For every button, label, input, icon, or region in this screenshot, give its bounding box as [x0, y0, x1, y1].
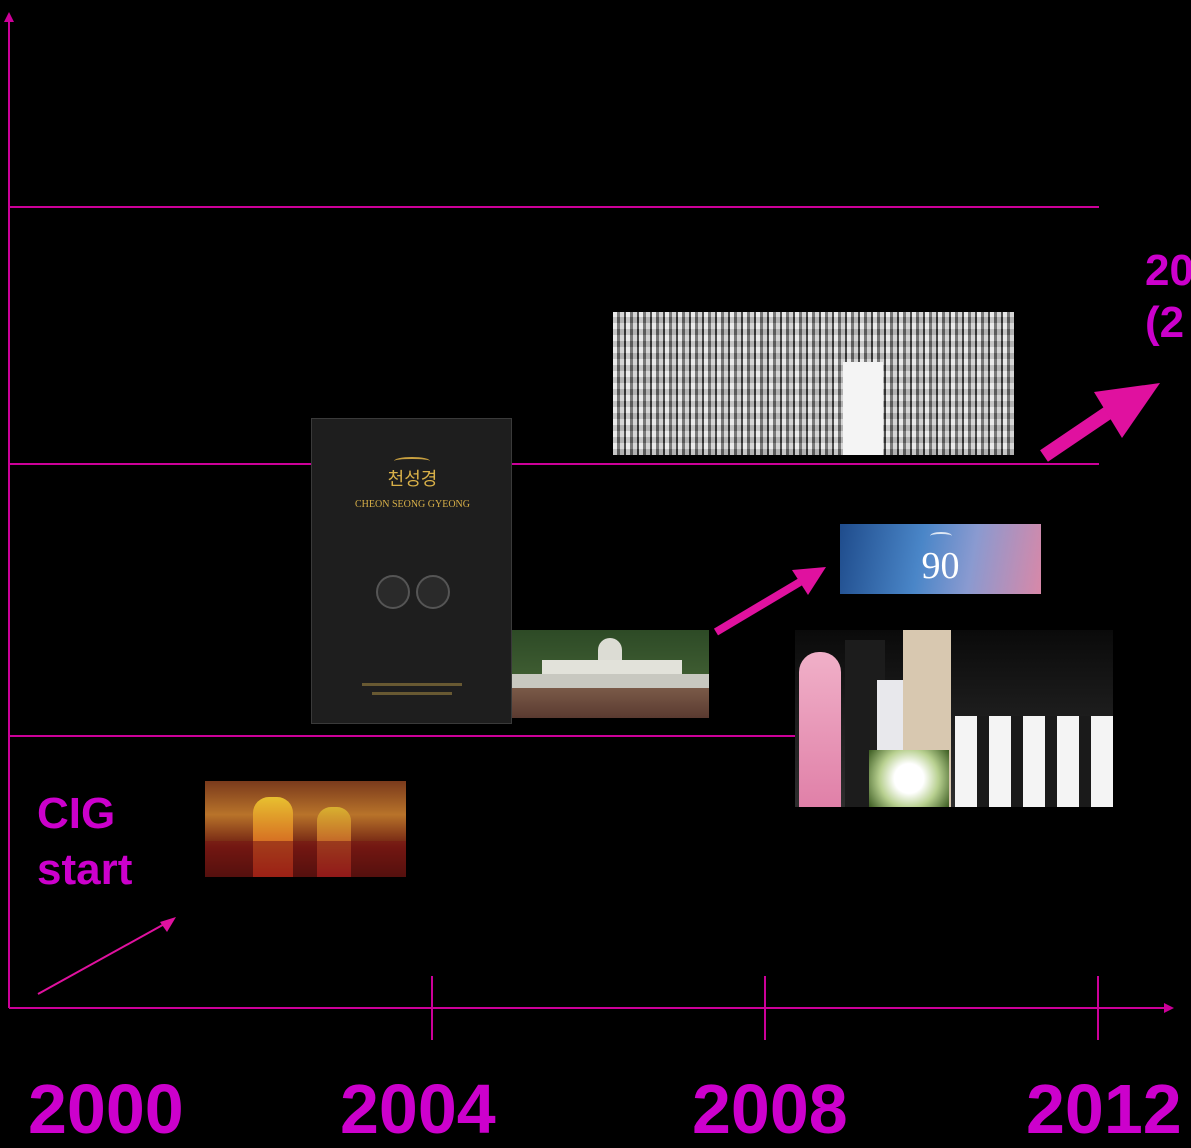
year-label-2012: 2012: [1026, 1070, 1182, 1148]
coronation-photo: [205, 781, 406, 877]
banner-crown-icon: [930, 532, 952, 540]
book-emblem-right: [416, 575, 450, 609]
year-label-2008: 2008: [692, 1070, 848, 1148]
palace-photo: [512, 630, 709, 718]
banner-number: 90: [921, 545, 960, 587]
cig-start-arrow: [37, 921, 169, 995]
cig-label-line2: start: [37, 845, 133, 894]
book-cover: 천성경 CHEON SEONG GYEONG: [311, 418, 512, 724]
corner-label-line2: (2: [1145, 298, 1185, 347]
palace-arrowhead: [792, 567, 826, 595]
big-upward-arrow: [1040, 404, 1116, 462]
cig-start-label: CIG start: [37, 786, 132, 898]
palace-arrow: [713, 578, 803, 636]
year-label-2000: 2000: [28, 1070, 184, 1148]
book-korean-title: 천성경: [387, 469, 438, 490]
cig-label-line1: CIG: [37, 789, 116, 838]
book-ornament: [394, 457, 430, 465]
corner-label: 20 (2: [1145, 245, 1191, 349]
book-english-title: CHEON SEONG GYEONG: [355, 499, 470, 510]
big-upward-arrowhead: [1094, 383, 1160, 438]
crowd-photo: [613, 312, 1014, 455]
corner-label-line1: 20: [1145, 246, 1191, 295]
book-emblem-left: [376, 575, 410, 609]
blessing-ceremony-photo: [795, 630, 1113, 807]
cig-start-arrowhead: [160, 917, 176, 932]
year-label-2004: 2004: [340, 1070, 496, 1148]
anniversary-90-banner: 90: [840, 524, 1041, 594]
